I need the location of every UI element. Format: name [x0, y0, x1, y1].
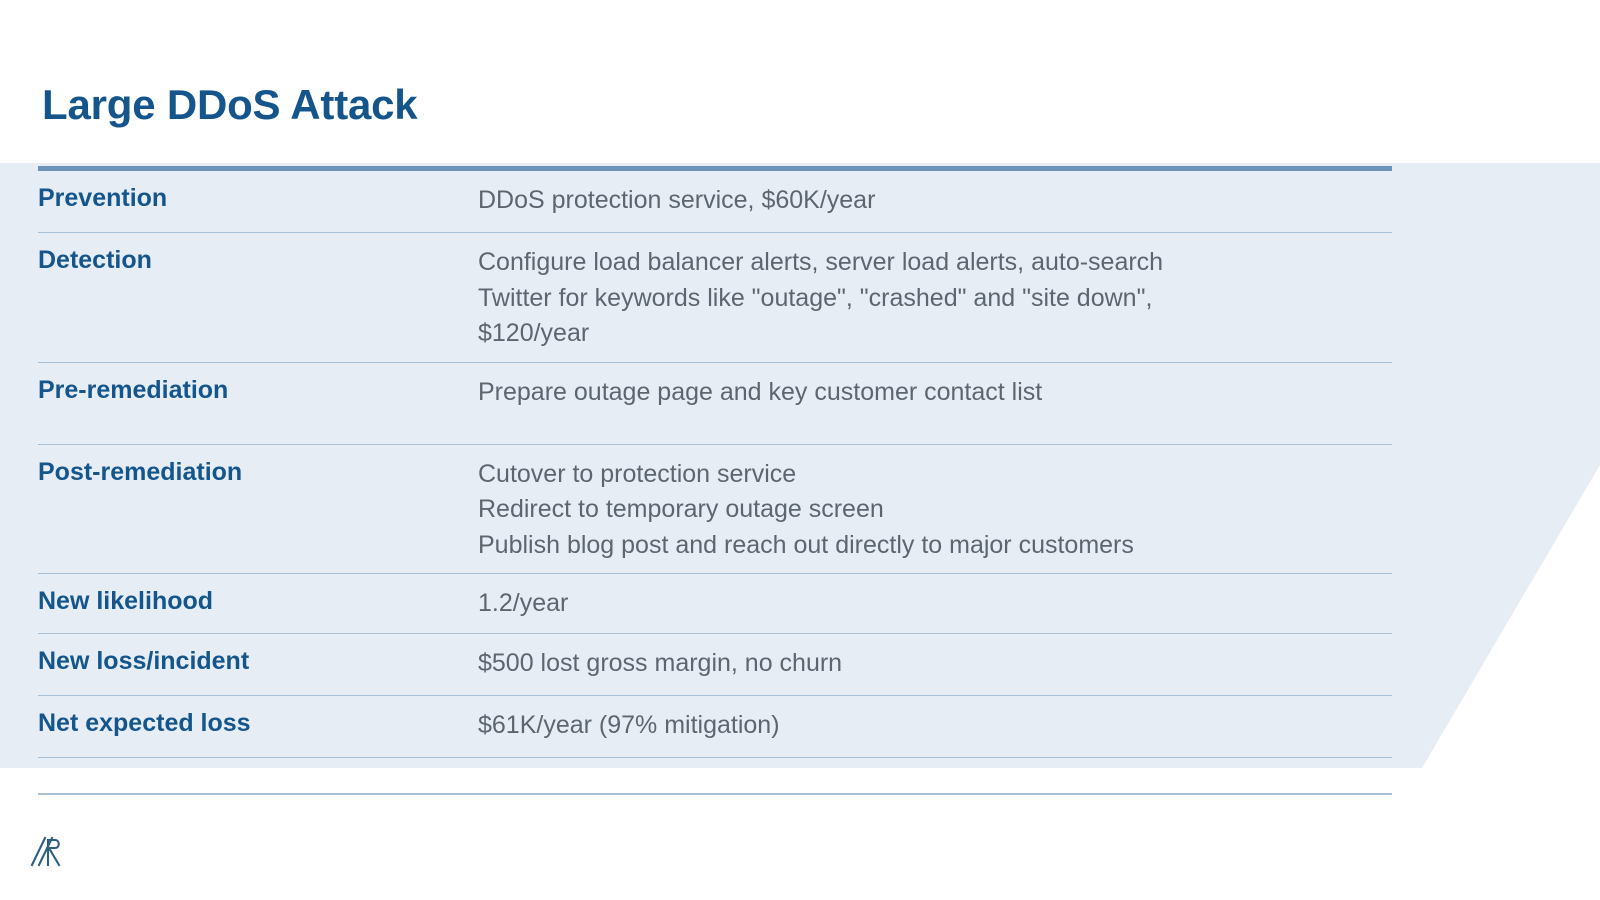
table-row: Detection Configure load balancer alerts…: [38, 233, 1392, 363]
risk-mitigation-table: Prevention DDoS protection service, $60K…: [38, 166, 1392, 795]
table-row: Net expected loss $61K/year (97% mitigat…: [38, 696, 1392, 758]
row-value-new-loss-incident: $500 lost gross margin, no churn: [478, 649, 843, 677]
table-row: New likelihood 1.2/year: [38, 574, 1392, 634]
table-top-rule: [38, 166, 1392, 171]
row-label-post-remediation: Post-remediation: [38, 457, 243, 486]
table-row: New loss/incident $500 lost gross margin…: [38, 634, 1392, 696]
row-label-new-likelihood: New likelihood: [38, 587, 214, 615]
table-bottom-rule: [38, 793, 1392, 795]
row-value-post-remediation: Cutover to protection service Redirect t…: [478, 459, 1134, 559]
row-label-pre-remediation: Pre-remediation: [38, 375, 229, 404]
row-value-detection: Configure load balancer alerts, server l…: [478, 248, 1164, 347]
company-monogram-logo: [28, 827, 68, 873]
table-row: Pre-remediation Prepare outage page and …: [38, 363, 1392, 445]
row-label-net-expected-loss: Net expected loss: [38, 709, 251, 737]
row-label-prevention: Prevention: [38, 184, 168, 212]
row-value-net-expected-loss: $61K/year (97% mitigation): [478, 711, 780, 739]
table-row: Post-remediation Cutover to protection s…: [38, 445, 1392, 574]
row-value-pre-remediation: Prepare outage page and key customer con…: [478, 377, 1043, 406]
page-title: Large DDoS Attack: [42, 81, 418, 128]
row-value-new-likelihood: 1.2/year: [478, 589, 569, 617]
row-label-new-loss-incident: New loss/incident: [38, 647, 250, 675]
content-panel-background: [0, 163, 1600, 768]
row-label-detection: Detection: [38, 246, 152, 274]
table-row: Prevention DDoS protection service, $60K…: [38, 171, 1392, 233]
row-value-prevention: DDoS protection service, $60K/year: [478, 186, 876, 214]
